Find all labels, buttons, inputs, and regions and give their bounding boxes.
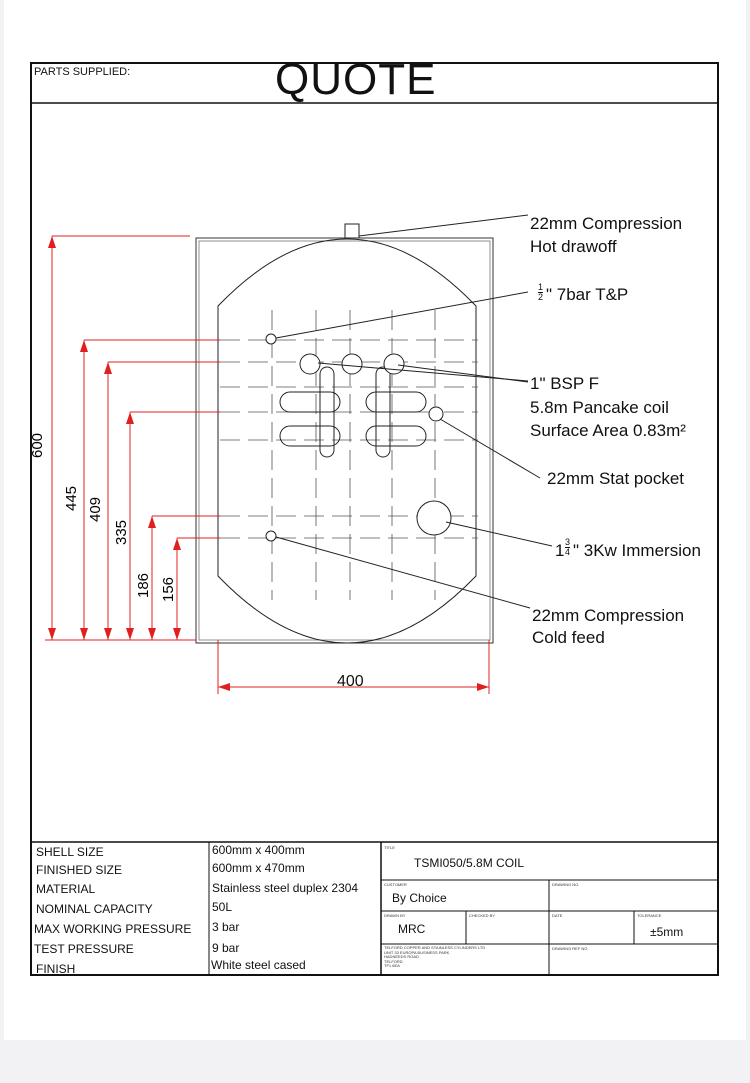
drawn-by-value: MRC: [398, 922, 426, 936]
outer-casing: [195, 237, 494, 644]
material-label: MATERIAL: [36, 882, 96, 896]
date-label: DATE: [552, 913, 563, 918]
test-pressure-value: 9 bar: [212, 941, 240, 955]
tp-valve-port: [265, 333, 277, 345]
callout-immersion: " 3Kw Immersion: [573, 541, 701, 560]
tolerance-value: ±5mm: [650, 925, 684, 939]
drawing-title: TSMI050/5.8M COIL: [414, 856, 525, 870]
parts-supplied-label: PARTS SUPPLIED:: [34, 66, 131, 78]
dimension-156: 156: [160, 576, 177, 602]
inner-casing: [198, 240, 491, 641]
finished-size-label: FINISHED SIZE: [36, 863, 123, 877]
callout-coil: 5.8m Pancake coil: [530, 398, 669, 417]
drawing-no-label: DRAWING NO.: [552, 882, 580, 887]
company-address: TELFORD COPPER AND STAINLESS CYLINDERS L…: [384, 945, 486, 969]
tolerance-label: TOLERANCE: [637, 913, 662, 918]
dimension-600: 600: [29, 432, 46, 458]
callout-stat-pocket: 22mm Stat pocket: [547, 469, 685, 488]
callout-cold-feed-1: 22mm Compression: [532, 606, 685, 625]
checked-by-label: CHECKED BY: [469, 913, 496, 918]
tp-fraction: 1 2: [538, 282, 544, 302]
hot-drawoff-stub: [344, 223, 360, 239]
title-label: TITLE: [384, 845, 395, 850]
callout-bsp: 1" BSP F: [530, 374, 600, 393]
callout-surface-area: Surface Area 0.83m²: [530, 421, 686, 440]
pancake-coil: [279, 353, 427, 458]
finish-label: FINISH: [36, 962, 76, 976]
dimension-186: 186: [135, 572, 152, 598]
immersion-fraction-whole: 1: [555, 541, 565, 560]
capacity-value: 50L: [212, 900, 233, 914]
drawn-by-label: DRAWN BY: [384, 913, 406, 918]
company-address-line-1: UNIT 33 EUROPA BUSINESS PARK: [384, 949, 450, 955]
dimension-409: 409: [87, 496, 104, 522]
immersion-fraction: 3 4: [565, 537, 571, 557]
drawing-ref-label: DRAWING REF NO.: [552, 946, 589, 951]
leader-lines: [275, 214, 553, 609]
max-pressure-value: 3 bar: [212, 920, 240, 934]
dimension-445: 445: [63, 485, 80, 511]
drawing-sheet: [4, 0, 746, 1040]
shell-size-label: SHELL SIZE: [36, 845, 104, 859]
customer-label: CUSTOMER: [384, 882, 407, 887]
callout-cold-feed-2: Cold feed: [532, 628, 605, 647]
vessel-shell: [217, 238, 477, 644]
finish-value: White steel cased: [211, 958, 306, 972]
immersion-port: [416, 500, 452, 536]
tp-fraction-numerator: 1: [538, 282, 544, 292]
quote-title: QUOTE: [275, 55, 437, 104]
cold-feed-port: [265, 530, 277, 542]
shell-size-value: 600mm x 400mm: [212, 843, 305, 857]
customer-value: By Choice: [392, 891, 447, 905]
dimension-arrows: [48, 236, 489, 691]
finished-size-value: 600mm x 470mm: [212, 861, 305, 875]
company-address-line-3: TELFORD: [384, 958, 403, 964]
capacity-label: NOMINAL CAPACITY: [36, 902, 153, 916]
company-address-line-2: HADNEEDS ROAD: [384, 954, 419, 959]
internal-grid: [220, 310, 478, 600]
tp-fraction-denominator: 2: [538, 292, 544, 302]
material-value: Stainless steel duplex 2304: [212, 881, 359, 895]
dimension-lines: [45, 235, 490, 694]
spec-table-lines: [31, 841, 719, 976]
immersion-fraction-denominator: 4: [565, 547, 571, 557]
callout-hot-drawoff-1: 22mm Compression: [530, 214, 683, 233]
dimension-335: 335: [113, 519, 130, 545]
drawing-frame: [30, 62, 719, 976]
stat-pocket-port: [428, 406, 444, 422]
company-name: TELFORD COPPER AND STAINLESS CYLINDERS L…: [384, 945, 486, 950]
test-pressure-label: TEST PRESSURE: [34, 942, 134, 956]
max-pressure-label: MAX WORKING PRESSURE: [34, 922, 192, 936]
immersion-fraction-numerator: 3: [565, 537, 571, 547]
company-postcode: TF1 6EA: [384, 963, 400, 968]
dimension-400: 400: [337, 673, 364, 690]
callout-hot-drawoff-2: Hot drawoff: [530, 237, 617, 256]
callout-tp-valve: " 7bar T&P: [546, 285, 629, 304]
